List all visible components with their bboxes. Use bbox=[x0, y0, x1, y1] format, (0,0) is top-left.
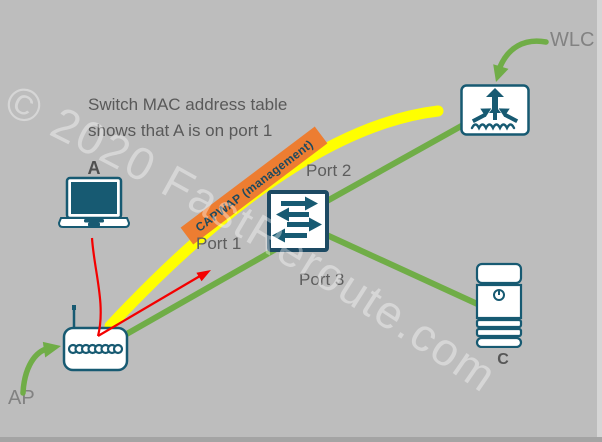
ap-label: AP bbox=[8, 387, 35, 409]
slide-right-edge bbox=[597, 0, 602, 442]
wireless-lan-controller-icon bbox=[460, 84, 530, 136]
annotation-line2: shows that A is on port 1 bbox=[88, 121, 273, 140]
link-switch-port3-to-server bbox=[316, 228, 499, 316]
port2-label: Port 2 bbox=[306, 161, 352, 180]
annotation-line1: Switch MAC address table bbox=[88, 95, 288, 114]
server-icon bbox=[475, 262, 523, 349]
port1-label: Port 1 bbox=[196, 234, 242, 253]
port3-label: Port 3 bbox=[299, 270, 345, 289]
wlc-label: WLC bbox=[550, 29, 595, 51]
slide-bottom-edge bbox=[0, 437, 602, 442]
switch-icon bbox=[267, 190, 329, 252]
laptop-icon bbox=[57, 176, 131, 230]
annotation-text: Switch MAC address table shows that A is… bbox=[88, 92, 287, 144]
server-c-label: C bbox=[497, 351, 509, 368]
laptop-a-label: A bbox=[87, 158, 101, 178]
access-point-icon bbox=[60, 302, 132, 374]
